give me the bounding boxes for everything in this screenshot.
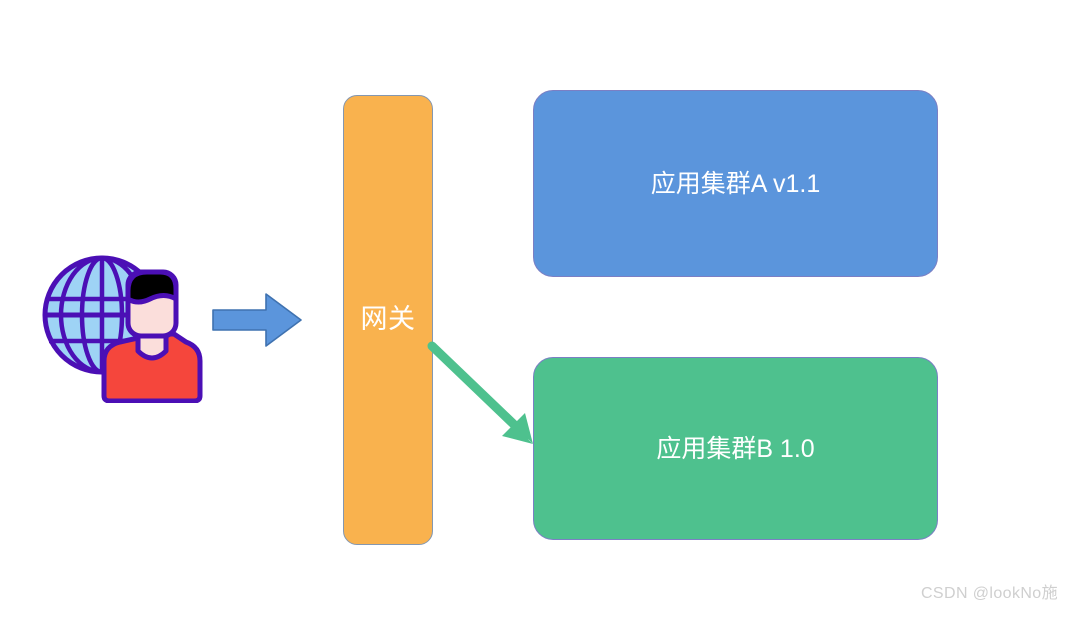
watermark: CSDN @lookNo施 [920,585,1058,602]
diagonal-arrow-icon [420,332,550,460]
user-avatar-icon [101,269,203,404]
cluster-b-node[interactable]: 应用集群B 1.0 [533,357,938,540]
cluster-a-node[interactable]: 应用集群A v1.1 [533,90,938,277]
cluster-b-label: 应用集群B 1.0 [656,434,815,463]
gateway-label: 网关 [360,304,416,335]
globe-user-icon [34,243,204,404]
gateway-node[interactable]: 网关 [343,95,433,545]
globe-user-svg [42,255,203,404]
diagonal-arrow-svg [427,341,533,444]
right-block-arrow-svg [212,293,302,347]
cluster-a-label: 应用集群A v1.1 [650,169,821,198]
right-block-arrow-icon [208,288,306,352]
